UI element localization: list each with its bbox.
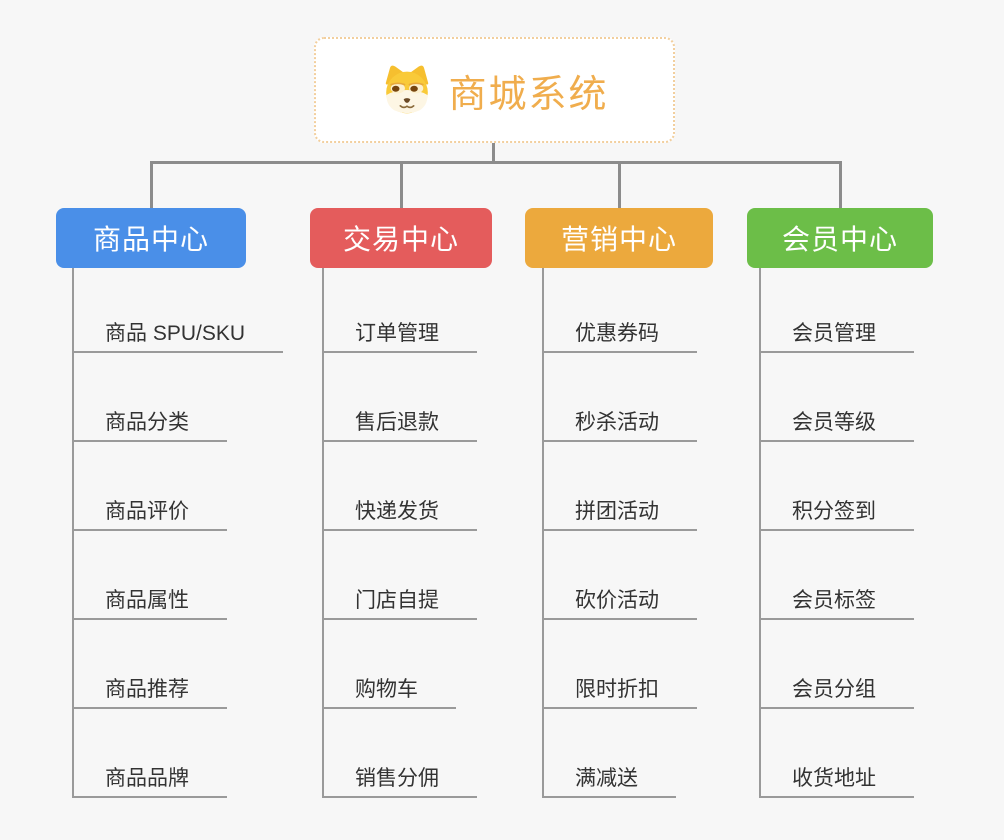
column-line [72,268,74,798]
branch-item[interactable]: 快递发货 [323,496,477,531]
branch-item[interactable]: 商品推荐 [73,674,227,709]
column-line [542,268,544,798]
branch-item[interactable]: 限时折扣 [543,674,697,709]
branch-item[interactable]: 售后退款 [323,407,477,442]
branch-drop-line [838,161,842,208]
branch-node[interactable]: 会员中心 [747,208,933,268]
branch-drop-line [617,161,621,208]
branch-item[interactable]: 积分签到 [760,496,914,531]
root-node[interactable]: 商城系统 [314,37,675,143]
root-stem-line [491,143,495,164]
branch-node[interactable]: 商品中心 [56,208,246,268]
branch-item[interactable]: 优惠券码 [543,318,697,353]
branch-item[interactable]: 收货地址 [760,763,914,798]
branch-item[interactable]: 商品分类 [73,407,227,442]
branch-label: 会员中心 [781,224,898,255]
branch-item[interactable]: 销售分佣 [323,763,477,798]
branch-node[interactable]: 交易中心 [310,208,492,268]
branch-item[interactable]: 商品评价 [73,496,227,531]
root-title: 商城系统 [448,73,609,116]
branch-item[interactable]: 满减送 [543,763,676,798]
bus-line [149,161,842,164]
branch-item[interactable]: 商品属性 [73,585,227,620]
branch-item[interactable]: 拼团活动 [543,496,697,531]
column-line [322,268,324,798]
branch-item[interactable]: 订单管理 [323,318,477,353]
branch-label: 营销中心 [560,224,677,255]
branch-item[interactable]: 购物车 [323,674,456,709]
branch-label: 交易中心 [342,224,459,255]
branch-item[interactable]: 会员分组 [760,674,914,709]
branch-item[interactable]: 砍价活动 [543,585,697,620]
column-line [759,268,761,798]
branch-drop-line [149,161,153,208]
branch-drop-line [399,161,403,208]
branch-item[interactable]: 会员等级 [760,407,914,442]
branch-label: 商品中心 [92,224,209,255]
dog-face-icon [386,65,429,114]
branch-item[interactable]: 商品品牌 [73,763,227,798]
branch-item[interactable]: 秒杀活动 [543,407,697,442]
branch-item[interactable]: 商品 SPU/SKU [73,318,284,353]
branch-item[interactable]: 会员标签 [760,585,914,620]
branch-item[interactable]: 门店自提 [323,585,477,620]
branch-node[interactable]: 营销中心 [525,208,713,268]
branch-item[interactable]: 会员管理 [760,318,914,353]
